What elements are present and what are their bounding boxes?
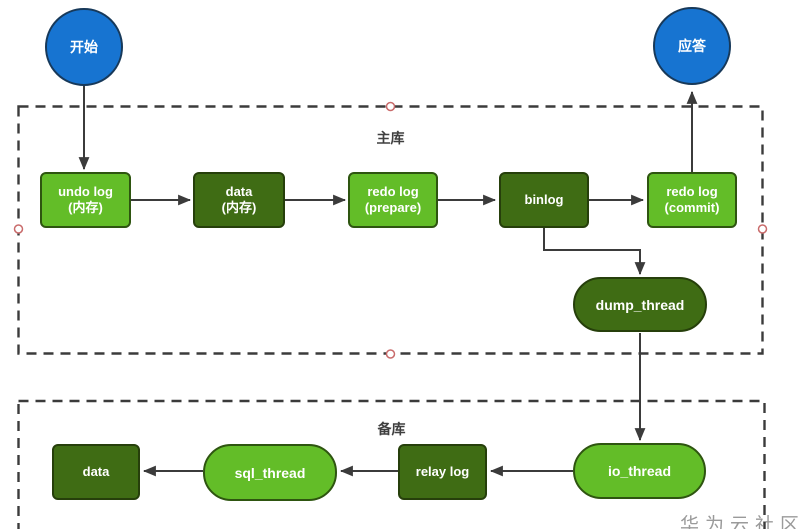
- watermark: 华为云社区: [680, 515, 806, 529]
- node-redo-log-prepare: redo log (prepare): [348, 172, 438, 228]
- node-relay-log: relay log: [398, 444, 487, 500]
- connection-point-top: [385, 101, 396, 112]
- node-label: data: [82, 464, 110, 479]
- node-sublabel: (内存): [221, 200, 257, 215]
- reply-label: 应答: [678, 38, 706, 54]
- reply-circle: 应答: [653, 7, 731, 85]
- node-label: dump_thread: [595, 296, 685, 313]
- node-redo-log-commit: redo log (commit): [647, 172, 737, 228]
- node-sublabel: (commit): [664, 200, 720, 215]
- node-label: data: [225, 184, 253, 199]
- node-label: undo log: [58, 184, 113, 199]
- start-label: 开始: [70, 39, 98, 55]
- node-data-slave: data: [52, 444, 140, 500]
- connection-point-bottom: [385, 349, 396, 359]
- node-data-memory: data (内存): [193, 172, 285, 228]
- master-group-label: 主库: [376, 130, 405, 146]
- connection-point-left: [13, 224, 24, 234]
- node-label: redo log: [367, 184, 419, 199]
- node-sublabel: (内存): [68, 200, 103, 215]
- node-label: redo log: [666, 184, 718, 199]
- slave-group-label: 备库: [377, 421, 406, 437]
- node-dump-thread: dump_thread: [573, 277, 707, 332]
- node-label: binlog: [524, 192, 564, 207]
- node-sublabel: (prepare): [364, 200, 422, 215]
- node-undo-log: undo log (内存): [40, 172, 131, 228]
- node-binlog: binlog: [499, 172, 589, 228]
- node-io-thread: io_thread: [573, 443, 706, 499]
- node-label: sql_thread: [234, 464, 306, 481]
- node-label: relay log: [415, 464, 470, 479]
- connection-point-right: [757, 224, 768, 234]
- start-circle: 开始: [45, 8, 123, 86]
- arrow-binlog-to-dump-thread: [543, 228, 646, 276]
- node-label: io_thread: [607, 463, 671, 479]
- node-sql-thread: sql_thread: [203, 444, 337, 501]
